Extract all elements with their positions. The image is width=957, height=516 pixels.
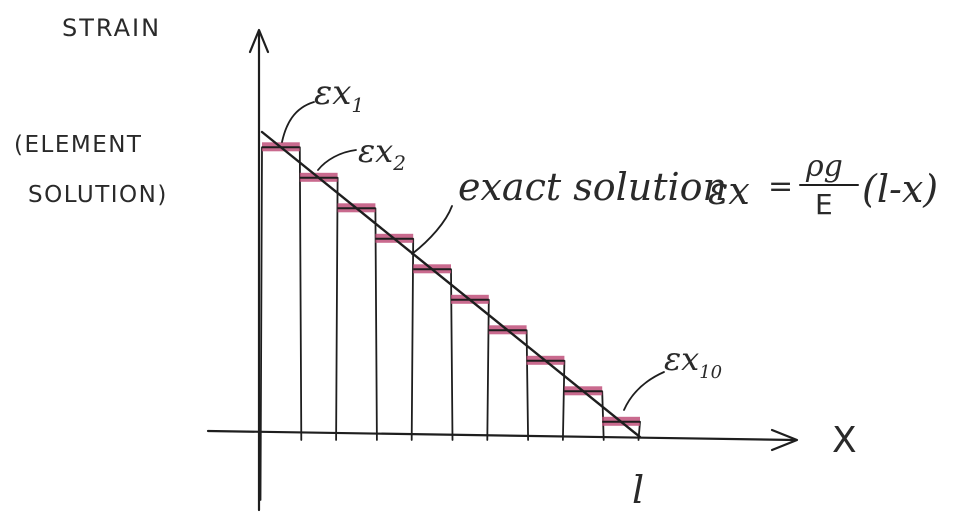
leader-element-2 xyxy=(317,149,357,171)
y-axis-subtitle-line-1: (ELEMENT xyxy=(14,132,142,158)
element-divider-3 xyxy=(374,207,378,441)
leader-exact-solution xyxy=(411,205,453,255)
element-divider-6 xyxy=(486,298,490,441)
formula-factor: (l-x) xyxy=(862,167,938,211)
leader-element-10 xyxy=(623,371,665,411)
exact-solution-label: exact solution xyxy=(458,165,727,209)
element-divider-0 xyxy=(259,146,263,501)
element-divider-8 xyxy=(562,359,566,441)
element-10-label: εx10 xyxy=(664,340,722,383)
x-axis xyxy=(206,429,797,442)
formula-denominator: E xyxy=(815,188,833,221)
x-axis-label: X xyxy=(832,420,857,461)
element-divider-9 xyxy=(601,390,605,441)
formula-lhs: εx xyxy=(708,169,750,213)
length-label: l xyxy=(632,468,644,512)
exact-solution-line xyxy=(260,130,642,439)
y-axis-title: STRAIN xyxy=(62,14,161,42)
element-divider-1 xyxy=(298,146,303,441)
leader-element-1 xyxy=(281,101,315,143)
element-1-label: εx1 xyxy=(314,73,364,117)
x-axis-arrowhead xyxy=(770,428,799,452)
element-divider-7 xyxy=(525,329,529,441)
y-axis-subtitle-line-2: SOLUTION) xyxy=(28,182,168,208)
element-divider-2 xyxy=(335,176,339,441)
element-divider-4 xyxy=(410,237,415,441)
formula-equals: = xyxy=(768,169,793,204)
formula-numerator: ρg xyxy=(805,149,843,184)
element-2-label: εx2 xyxy=(358,132,406,175)
y-axis-arrowhead xyxy=(248,28,270,54)
